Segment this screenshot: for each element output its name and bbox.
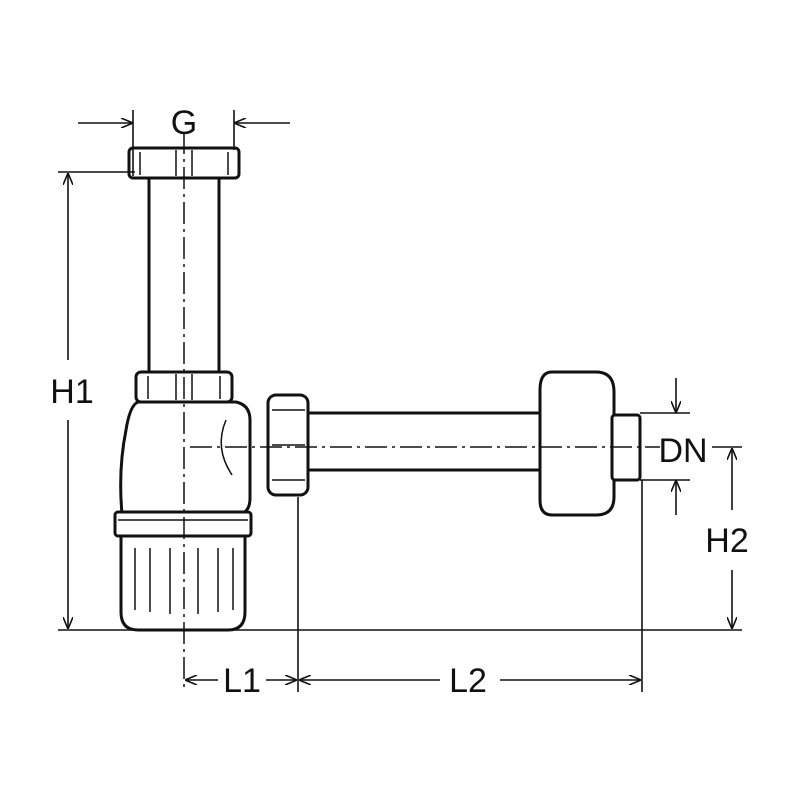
label-h2: H2 bbox=[705, 522, 748, 560]
trap-body bbox=[119, 400, 252, 516]
label-g: G bbox=[171, 104, 197, 142]
label-dn: DN bbox=[658, 432, 707, 470]
outlet-pipe bbox=[298, 411, 547, 472]
bottle-cup bbox=[119, 534, 247, 632]
cup-ring bbox=[113, 510, 253, 538]
wall-rosette bbox=[538, 370, 616, 517]
label-l2: L2 bbox=[449, 662, 487, 700]
label-h1: H1 bbox=[50, 373, 93, 411]
outlet-nut bbox=[266, 393, 310, 497]
label-l1: L1 bbox=[223, 662, 261, 700]
